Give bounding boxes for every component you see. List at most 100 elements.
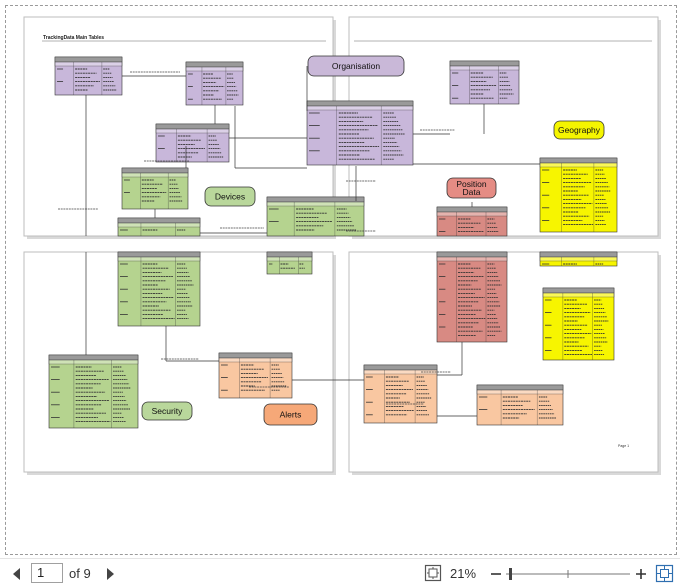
table-green-6-body bbox=[48, 354, 139, 429]
table-red-1-header bbox=[436, 206, 508, 213]
table-yellow-2 bbox=[542, 287, 615, 361]
table-purple-2-header bbox=[185, 61, 244, 68]
zoom-level-label: 21% bbox=[450, 566, 477, 581]
table-orange-3-colhead bbox=[476, 389, 564, 395]
table-green-1 bbox=[121, 167, 189, 210]
fit-page-icon[interactable] bbox=[424, 564, 442, 582]
table-orange-2-body bbox=[363, 364, 438, 424]
table-green-1-colhead bbox=[121, 172, 189, 178]
table-yellow-1 bbox=[539, 157, 618, 233]
table-orange-1-header bbox=[218, 352, 293, 359]
table-orange-2 bbox=[363, 364, 438, 424]
table-purple-2-body bbox=[185, 61, 244, 106]
group-label-pill bbox=[307, 55, 405, 77]
table-yellow-1b bbox=[539, 251, 618, 267]
table-purple-1-colhead bbox=[54, 61, 123, 67]
group-label-pill bbox=[553, 120, 605, 140]
table-purple-4-body bbox=[306, 100, 414, 166]
table-green-4 bbox=[266, 196, 365, 237]
table-orange-2-colhead bbox=[363, 369, 438, 375]
page-total-label: of 9 bbox=[69, 566, 91, 581]
table-purple-2-colhead bbox=[185, 66, 244, 72]
page-number-input[interactable]: 1 bbox=[31, 563, 63, 583]
table-red-2 bbox=[436, 251, 508, 343]
table-purple-1-body bbox=[54, 56, 123, 96]
table-purple-5 bbox=[449, 60, 520, 105]
zoom-slider[interactable] bbox=[504, 565, 632, 583]
group-label-text: Devices bbox=[215, 192, 245, 202]
group-label-pill bbox=[263, 403, 318, 426]
group-label-alerts: Alerts bbox=[263, 403, 318, 426]
table-green-3-colhead bbox=[117, 256, 201, 262]
fit-width-icon[interactable] bbox=[655, 564, 674, 583]
table-purple-2 bbox=[185, 61, 244, 106]
table-red-2-body bbox=[436, 251, 508, 343]
table-orange-1 bbox=[218, 352, 293, 399]
table-yellow-1-header bbox=[539, 157, 618, 164]
table-purple-4-colhead bbox=[306, 105, 414, 111]
table-purple-1 bbox=[54, 56, 123, 96]
previous-page-icon[interactable] bbox=[10, 566, 24, 582]
table-yellow-1-body bbox=[539, 157, 618, 233]
next-page-icon[interactable] bbox=[103, 566, 117, 582]
group-label-geography: Geography bbox=[553, 120, 605, 140]
group-label-text: Alerts bbox=[280, 410, 302, 420]
group-label-text: Position bbox=[456, 179, 487, 189]
table-purple-5-colhead bbox=[449, 65, 520, 71]
table-green-3 bbox=[117, 251, 201, 327]
table-yellow-2-colhead bbox=[542, 292, 615, 298]
table-green-5-colhead bbox=[266, 256, 313, 262]
group-label-text: Security bbox=[152, 406, 183, 416]
group-label-security: Security bbox=[141, 401, 193, 421]
document-title: TrackingData Main Tables bbox=[43, 35, 104, 41]
table-purple-3 bbox=[155, 123, 230, 163]
table-orange-1-colhead bbox=[218, 357, 293, 363]
table-yellow-1b-colhead bbox=[539, 256, 618, 262]
group-label-text: Geography bbox=[558, 125, 601, 135]
table-green-1-header bbox=[121, 167, 189, 174]
zoom-in-icon[interactable] bbox=[634, 566, 648, 582]
table-orange-2-header bbox=[363, 364, 438, 371]
status-bar: 1 of 9 21% bbox=[0, 558, 680, 588]
diagram-canvas: TrackingData Main TablesOrganisationGeog… bbox=[23, 16, 661, 475]
table-purple-3-colhead bbox=[155, 128, 230, 134]
table-green-2-colhead bbox=[117, 222, 201, 228]
group-label-pill bbox=[204, 186, 256, 207]
group-label-pill bbox=[141, 401, 193, 421]
table-green-6-colhead bbox=[48, 359, 139, 365]
table-green-4-header bbox=[266, 196, 365, 203]
group-label-text: Data bbox=[463, 187, 481, 197]
table-red-2-header bbox=[436, 251, 508, 258]
table-purple-3-body bbox=[155, 123, 230, 163]
table-green-4-body bbox=[266, 196, 365, 237]
table-purple-5-body bbox=[449, 60, 520, 105]
group-label-pill bbox=[446, 177, 497, 199]
zoom-slider-thumb bbox=[509, 568, 512, 580]
group-label-devices: Devices bbox=[204, 186, 256, 207]
table-purple-5-header bbox=[449, 60, 520, 67]
table-red-1 bbox=[436, 206, 508, 237]
table-purple-4-header bbox=[306, 100, 414, 107]
table-green-4-colhead bbox=[266, 201, 365, 207]
table-green-6-header bbox=[48, 354, 139, 361]
table-purple-4 bbox=[306, 100, 414, 166]
group-label-text: Organisation bbox=[332, 61, 380, 71]
table-green-5 bbox=[266, 251, 313, 275]
table-green-6 bbox=[48, 354, 139, 429]
table-red-2-colhead bbox=[436, 256, 508, 262]
zoom-out-icon[interactable] bbox=[489, 566, 503, 582]
table-yellow-1-colhead bbox=[539, 162, 618, 168]
table-orange-3 bbox=[476, 384, 564, 426]
table-yellow-2-body bbox=[542, 287, 615, 361]
table-yellow-2-header bbox=[542, 287, 615, 294]
table-orange-3-header bbox=[476, 384, 564, 391]
table-purple-1-header bbox=[54, 56, 123, 63]
table-green-2-header bbox=[117, 217, 201, 224]
table-yellow-1b-header bbox=[539, 251, 618, 258]
table-red-1-colhead bbox=[436, 211, 508, 217]
table-green-3-header bbox=[117, 251, 201, 258]
page-footer-label: Page 1 bbox=[618, 444, 629, 448]
group-label-organisation: Organisation bbox=[307, 55, 405, 77]
